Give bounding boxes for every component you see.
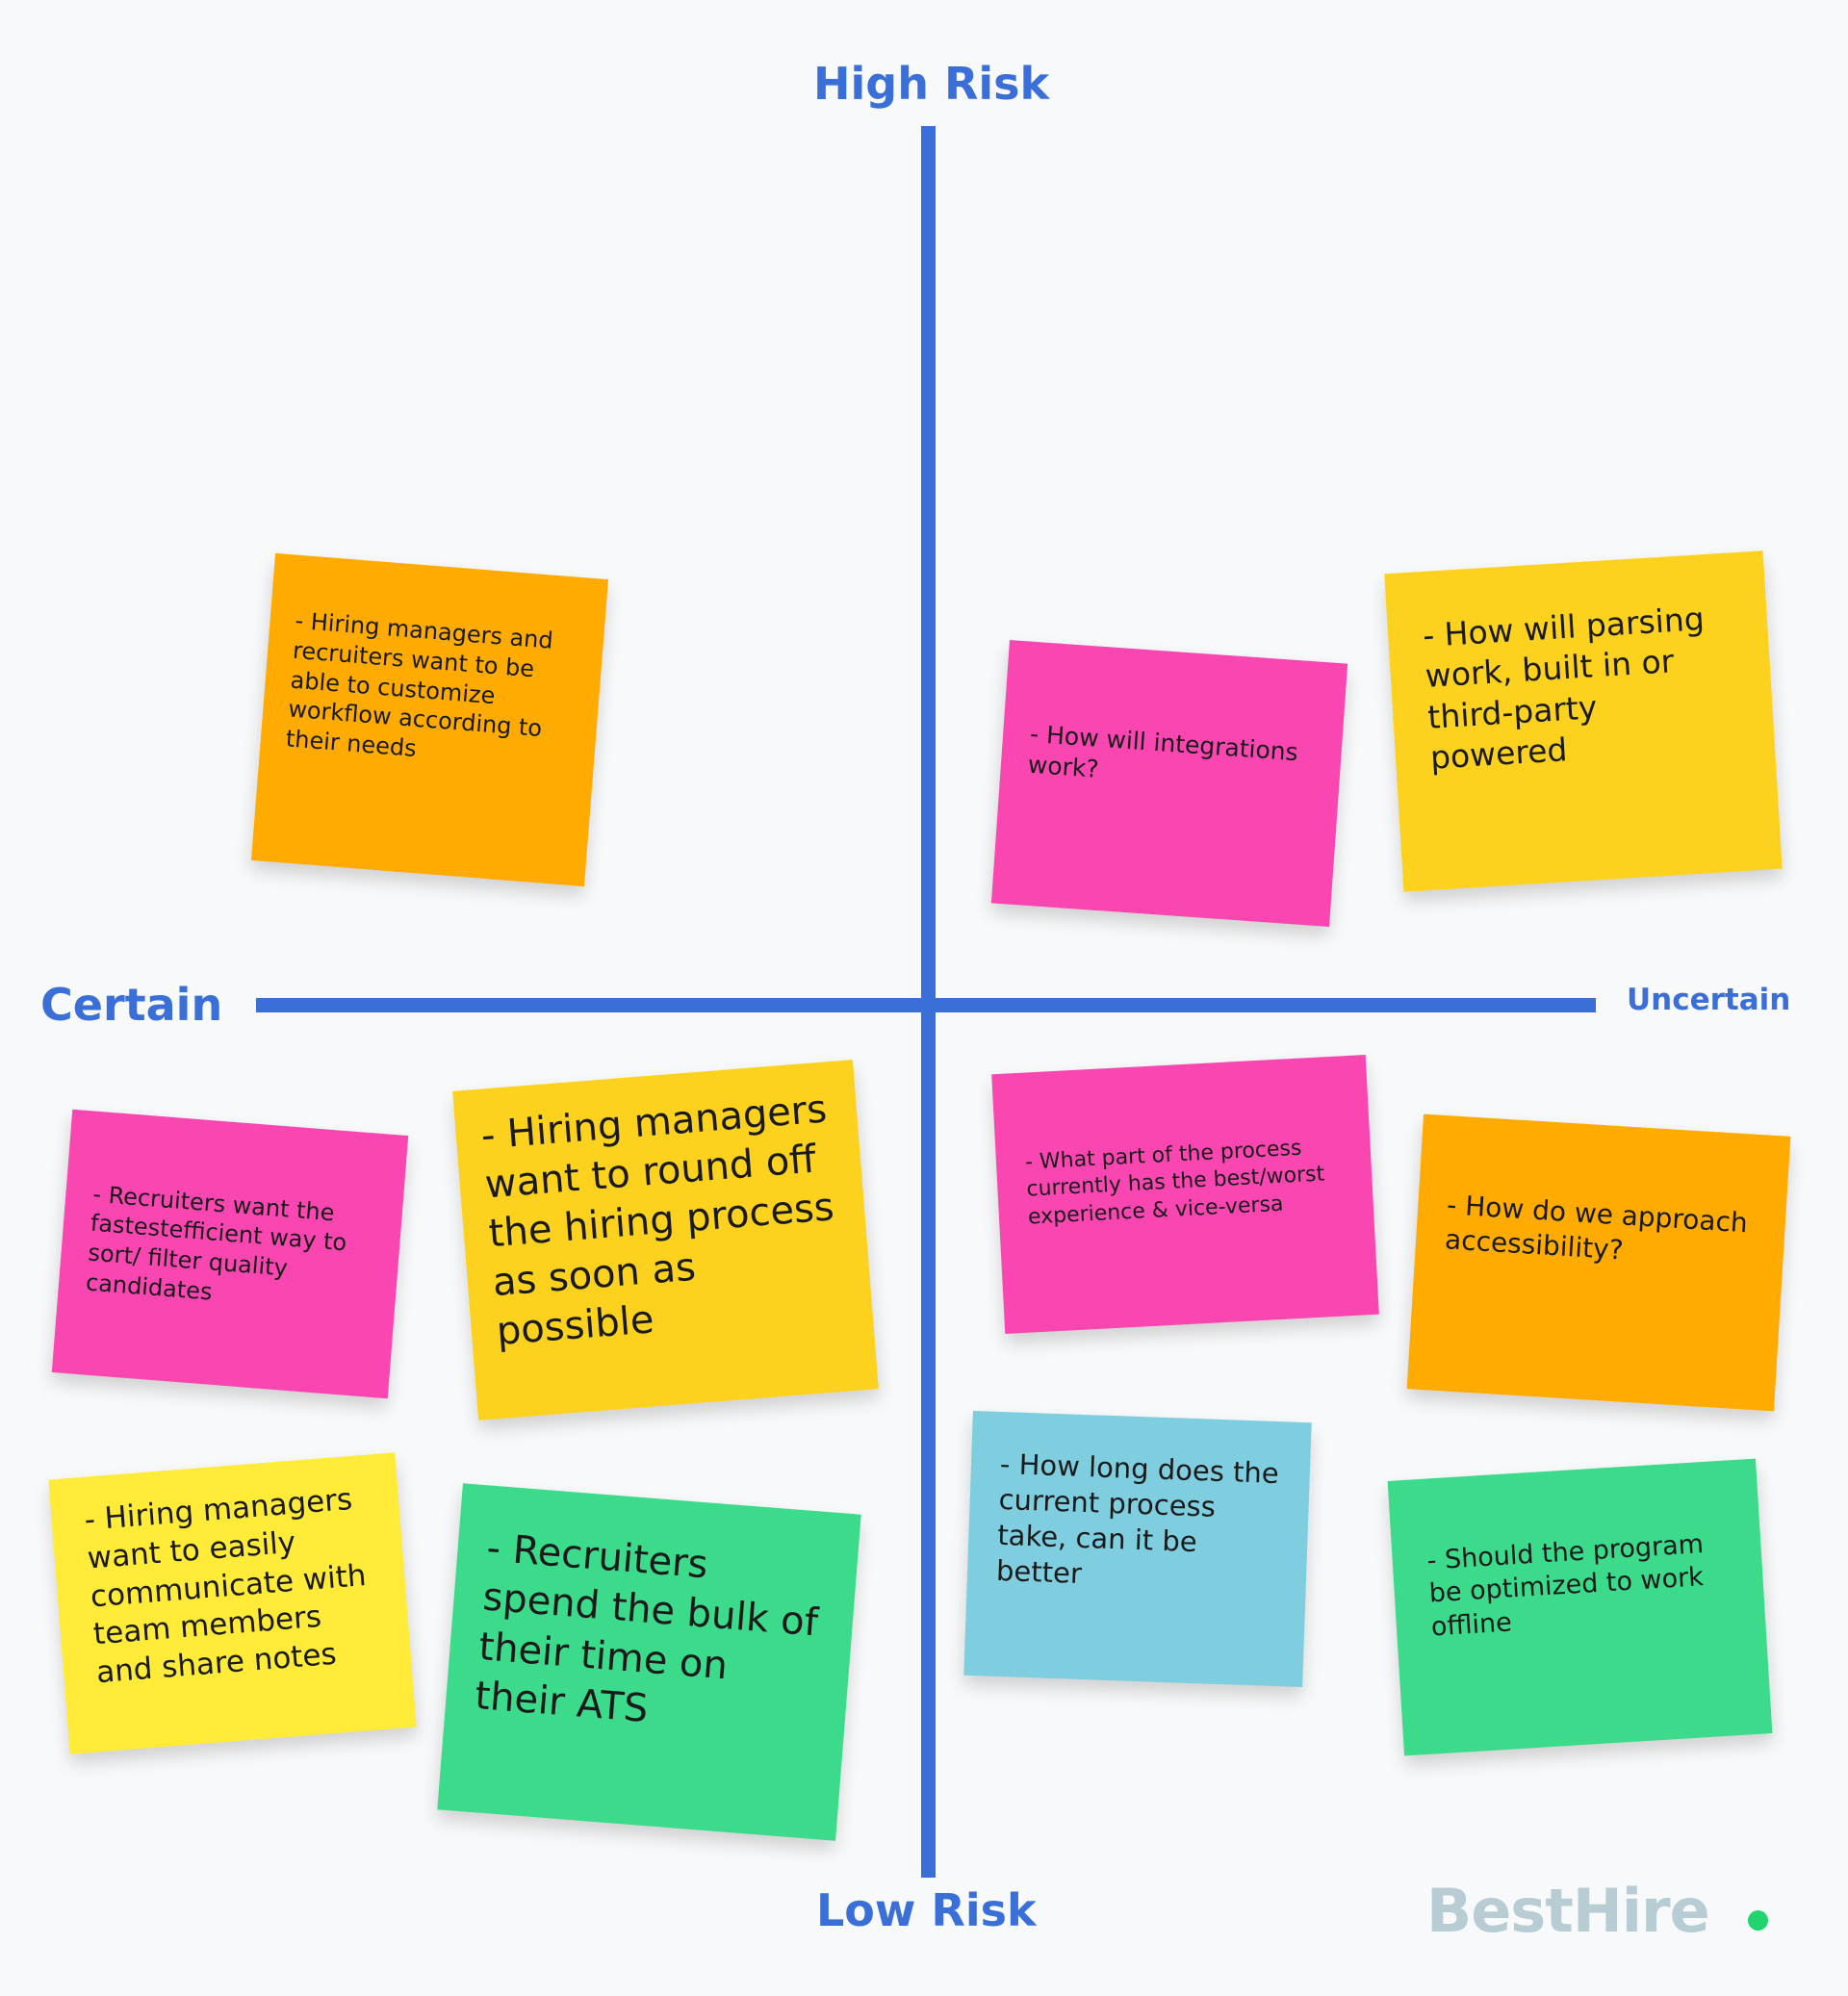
axis-label-low-risk: Low Risk: [816, 1884, 1037, 1936]
sticky-note-text: - How do we approach accessibility?: [1444, 1188, 1749, 1267]
sticky-note-accessibility[interactable]: - How do we approach accessibility?: [1406, 1113, 1791, 1412]
sticky-note-text: - How will integrations work?: [1027, 719, 1299, 783]
sticky-note-parsing[interactable]: - How will parsing work, built in or thi…: [1384, 550, 1783, 892]
sticky-note-text: - Recruiters spend the bulk of their tim…: [473, 1525, 820, 1731]
sticky-note-communicate-notes[interactable]: - Hiring managers want to easily communi…: [48, 1452, 417, 1754]
sticky-note-text: - Hiring managers want to round off the …: [479, 1087, 836, 1355]
axis-label-certain: Certain: [40, 979, 223, 1031]
sticky-note-offline[interactable]: - Should the program be optimized to wor…: [1387, 1458, 1773, 1756]
sticky-note-text: - Hiring managers want to easily communi…: [83, 1482, 368, 1691]
sticky-note-round-off-hiring[interactable]: - Hiring managers want to round off the …: [452, 1060, 879, 1420]
sticky-note-sort-filter[interactable]: - Recruiters want the fastestefficient w…: [51, 1109, 409, 1399]
sticky-note-text: - Hiring managers and recruiters want to…: [284, 606, 554, 763]
besthire-logo: BestHire: [1426, 1876, 1710, 1946]
axis-label-high-risk: High Risk: [813, 58, 1050, 110]
sticky-note-time-on-ats[interactable]: - Recruiters spend the bulk of their tim…: [437, 1483, 861, 1841]
sticky-note-process-experience[interactable]: - What part of the process currently has…: [991, 1055, 1379, 1334]
logo-dot-icon: [1748, 1910, 1768, 1931]
sticky-note-text: - Should the program be optimized to wor…: [1425, 1528, 1705, 1643]
sticky-note-text: - What part of the process currently has…: [1024, 1136, 1325, 1230]
sticky-note-text: - How will parsing work, built in or thi…: [1422, 600, 1706, 777]
axis-label-uncertain: Uncertain: [1627, 983, 1791, 1017]
sticky-note-text: - Recruiters want the fastestefficient w…: [85, 1180, 348, 1306]
sticky-note-text: - How long does the current process take…: [995, 1446, 1280, 1591]
sticky-note-customize-workflow[interactable]: - Hiring managers and recruiters want to…: [250, 552, 609, 887]
horizontal-axis: [256, 998, 1596, 1012]
sticky-note-integrations[interactable]: - How will integrations work?: [990, 640, 1348, 927]
sticky-note-process-duration[interactable]: - How long does the current process take…: [963, 1410, 1312, 1688]
